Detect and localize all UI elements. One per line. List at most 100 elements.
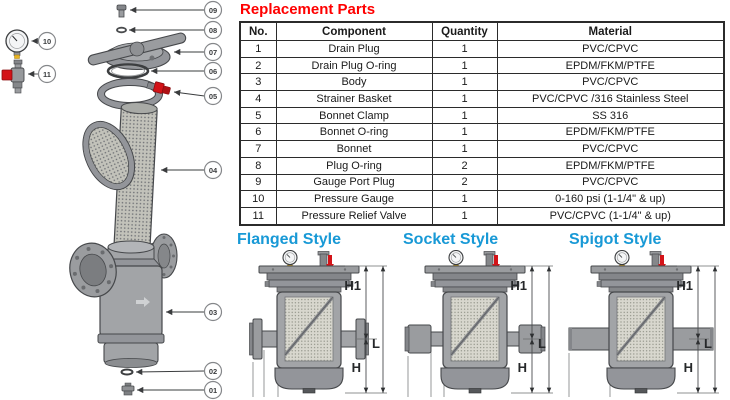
cell-no: 3 bbox=[239, 73, 277, 92]
col-header-component: Component bbox=[275, 21, 433, 41]
gauge-port-plug-figure bbox=[116, 4, 127, 18]
body-figure bbox=[69, 233, 178, 368]
cell-component: Bonnet bbox=[275, 140, 433, 158]
cell-material: PVC/CPVC bbox=[496, 173, 725, 192]
cell-quantity: 1 bbox=[431, 123, 498, 142]
cell-material: PVC/CPVC bbox=[496, 40, 725, 58]
strainer-basket-figure bbox=[82, 102, 158, 250]
callout-09: 09 bbox=[203, 0, 223, 20]
cell-material: PVC/CPVC bbox=[496, 73, 725, 92]
replacement-parts-section: Replacement Parts No. Component Quantity… bbox=[239, 0, 726, 226]
callout-03: 03 bbox=[203, 302, 223, 322]
cell-no: 6 bbox=[239, 123, 277, 142]
cell-quantity: 1 bbox=[431, 206, 498, 226]
pressure-relief-valve-figure bbox=[1, 59, 25, 94]
cell-no: 4 bbox=[239, 90, 277, 108]
cell-component: Plug O-ring bbox=[275, 156, 433, 175]
pressure-gauge-figure bbox=[5, 29, 29, 59]
callout-11: 11 bbox=[37, 64, 57, 84]
dim-h1-label: H1 bbox=[510, 278, 527, 293]
cell-quantity: 1 bbox=[431, 73, 498, 92]
socket-style-title: Socket Style bbox=[403, 231, 499, 248]
table-row: 11 Pressure Relief Valve 1 PVC/CPVC (1-1… bbox=[239, 206, 725, 226]
connection-styles-section: Flanged Style H1 H bbox=[233, 229, 730, 398]
cell-component: Gauge Port Plug bbox=[275, 173, 433, 192]
cell-component: Drain Plug O-ring bbox=[275, 56, 433, 75]
spigot-style-diagram: H1 H L bbox=[568, 250, 725, 397]
flanged-style-title: Flanged Style bbox=[237, 231, 342, 248]
svg-text:04: 04 bbox=[209, 166, 218, 175]
dim-l-label: L bbox=[372, 336, 380, 351]
svg-text:03: 03 bbox=[209, 308, 217, 317]
dim-h-label: H bbox=[684, 360, 693, 375]
dim-h-label: H bbox=[518, 360, 527, 375]
cell-quantity: 2 bbox=[431, 156, 498, 175]
svg-text:05: 05 bbox=[209, 92, 217, 101]
bonnet-figure bbox=[87, 32, 187, 71]
dim-h1-label: H1 bbox=[344, 278, 361, 293]
svg-text:10: 10 bbox=[43, 37, 51, 46]
cell-component: Body bbox=[275, 73, 433, 92]
drain-plug-oring-figure bbox=[120, 368, 134, 376]
table-header-row: No. Component Quantity Material bbox=[239, 21, 725, 41]
cell-component: Drain Plug bbox=[275, 40, 433, 58]
cell-no: 2 bbox=[239, 56, 277, 75]
cell-material: PVC/CPVC bbox=[496, 140, 725, 158]
cell-no: 1 bbox=[239, 40, 277, 58]
cell-no: 11 bbox=[239, 206, 277, 226]
col-header-no: No. bbox=[239, 21, 277, 41]
cell-material: EPDM/FKM/PTFE bbox=[496, 156, 725, 175]
cell-component: Bonnet Clamp bbox=[275, 106, 433, 125]
callout-02: 02 bbox=[203, 361, 223, 381]
flanged-style-figure: Flanged Style H1 H bbox=[233, 229, 399, 398]
cell-no: 7 bbox=[239, 140, 277, 158]
callout-04: 04 bbox=[203, 160, 223, 180]
callout-07: 07 bbox=[203, 42, 223, 62]
table-row: 7 Bonnet 1 PVC/CPVC bbox=[239, 140, 725, 158]
callout-08: 08 bbox=[203, 20, 223, 40]
svg-text:07: 07 bbox=[209, 48, 217, 57]
socket-style-diagram: H1 H L bbox=[404, 250, 559, 397]
section-title: Replacement Parts bbox=[240, 1, 376, 18]
table-row: 1 Drain Plug 1 PVC/CPVC bbox=[239, 40, 725, 58]
table-row: 4 Strainer Basket 1 PVC/CPVC /316 Stainl… bbox=[239, 90, 725, 108]
table-row: 8 Plug O-ring 2 EPDM/FKM/PTFE bbox=[239, 156, 725, 175]
cell-no: 10 bbox=[239, 190, 277, 208]
dim-h-label: H bbox=[352, 360, 361, 375]
plug-oring-figure bbox=[116, 26, 127, 34]
col-header-quantity: Quantity bbox=[431, 21, 498, 41]
spigot-style-title: Spigot Style bbox=[569, 231, 662, 248]
cell-quantity: 1 bbox=[431, 56, 498, 75]
cell-no: 8 bbox=[239, 156, 277, 175]
svg-text:09: 09 bbox=[209, 6, 217, 15]
dim-l-label: L bbox=[704, 336, 712, 351]
cell-material: SS 316 bbox=[496, 106, 725, 125]
flanged-style-diagram: H1 H L bbox=[249, 250, 393, 397]
cell-quantity: 1 bbox=[431, 106, 498, 125]
cell-material: EPDM/FKM/PTFE bbox=[496, 123, 725, 142]
table-row: 3 Body 1 PVC/CPVC bbox=[239, 73, 725, 92]
cell-material: PVC/CPVC (1-1/4" & up) bbox=[496, 206, 725, 226]
callout-06: 06 bbox=[203, 61, 223, 81]
callout-balloons: 09 08 07 06 05 04 bbox=[37, 0, 223, 400]
parts-table: No. Component Quantity Material 1 Drain … bbox=[239, 21, 725, 226]
exploded-view-diagram: 09 08 07 06 05 04 bbox=[1, 0, 223, 400]
cell-component: Bonnet O-ring bbox=[275, 123, 433, 142]
left-flange bbox=[69, 242, 117, 298]
cell-component: Pressure Gauge bbox=[275, 190, 433, 208]
cell-quantity: 1 bbox=[431, 40, 498, 58]
drain-plug-figure bbox=[121, 382, 135, 396]
bonnet-oring-figure bbox=[106, 63, 150, 79]
cell-material: EPDM/FKM/PTFE bbox=[496, 56, 725, 75]
table-row: 5 Bonnet Clamp 1 SS 316 bbox=[239, 106, 725, 125]
svg-text:08: 08 bbox=[209, 26, 217, 35]
spigot-style-figure: Spigot Style H1 H L bbox=[565, 229, 730, 398]
table-row: 10 Pressure Gauge 1 0-160 psi (1-1/4" & … bbox=[239, 190, 725, 208]
table-row: 2 Drain Plug O-ring 1 EPDM/FKM/PTFE bbox=[239, 56, 725, 75]
table-row: 6 Bonnet O-ring 1 EPDM/FKM/PTFE bbox=[239, 123, 725, 142]
svg-text:06: 06 bbox=[209, 67, 217, 76]
dim-h1-label: H1 bbox=[676, 278, 693, 293]
cell-quantity: 1 bbox=[431, 90, 498, 108]
leader-lines bbox=[27, 6, 205, 394]
